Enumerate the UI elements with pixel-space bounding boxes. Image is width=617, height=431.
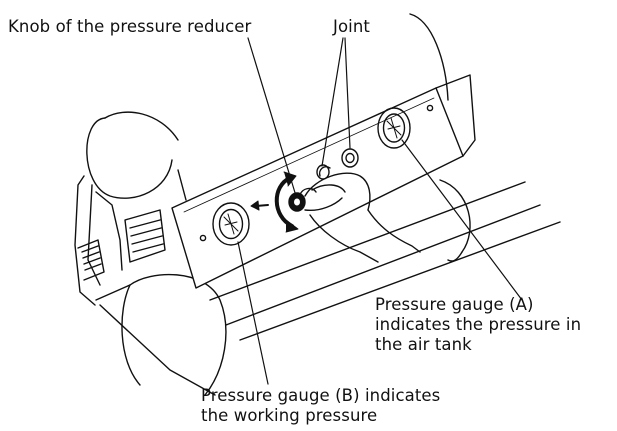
frame-lines: [209, 181, 561, 341]
motor-housing: [74, 169, 187, 306]
pressure-gauge-a: [377, 107, 411, 149]
gauge-b-leader-line: [237, 241, 269, 385]
pressure-reducer-knob: [288, 192, 306, 212]
joint-label: Joint: [333, 17, 370, 36]
knob-label: Knob of the pressure reducer: [8, 17, 252, 36]
gauge-b-label-line-2: the working pressure: [201, 406, 378, 425]
arrow-left-icon: [250, 200, 269, 211]
right-tank: [409, 13, 471, 262]
upper-tank: [86, 111, 179, 199]
control-panel: [171, 74, 476, 289]
knob-leader-line: [247, 37, 297, 197]
gauge-a-label-line-1: Pressure gauge (A): [375, 295, 534, 314]
curved-arrow-icon: [274, 171, 299, 233]
pressure-gauge-b: [212, 202, 250, 246]
lower-tank: [95, 273, 227, 396]
hand: [299, 166, 421, 263]
gauge-b-label-line-1: Pressure gauge (B) indicates: [201, 386, 441, 405]
gauge-a-label-line-3: the air tank: [375, 335, 472, 354]
joint-leader-line-2: [344, 37, 351, 149]
joint-leader-line-1: [321, 37, 344, 167]
gauge-a-label-line-2: indicates the pressure in: [375, 315, 582, 334]
leader-lines: [237, 37, 523, 385]
gauge-b-label: Pressure gauge (B) indicates the working…: [201, 386, 440, 426]
gauge-a-leader-line: [401, 139, 523, 301]
gauge-a-label: Pressure gauge (A) indicates the pressur…: [375, 295, 581, 355]
